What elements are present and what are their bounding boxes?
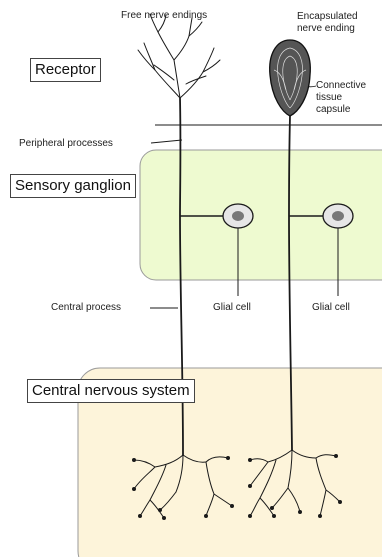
free-nerve-endings-label: Free nerve endings [121, 10, 207, 21]
encapsulated-label-line2: nerve ending [297, 23, 355, 34]
glial-cell-right-label: Glial cell [312, 302, 350, 313]
receptor-label: Receptor [30, 58, 101, 82]
encapsulated-label-line1: Encapsulated [297, 11, 358, 22]
sensory-ganglion-label: Sensory ganglion [10, 174, 136, 198]
connective-label-line3: capsule [316, 104, 350, 115]
glial-cell-left [223, 204, 253, 228]
connective-label-line1: Connective [316, 80, 366, 91]
central-process-label: Central process [51, 302, 121, 313]
glial-cell-right [323, 204, 353, 228]
glial-cell-left-label: Glial cell [213, 302, 251, 313]
connective-label-line2: tissue [316, 92, 342, 103]
peripheral-processes-label: Peripheral processes [19, 138, 113, 149]
central-nervous-system-label: Central nervous system [27, 379, 195, 403]
encapsulated-nerve-ending [270, 40, 311, 116]
free-nerve-endings [138, 14, 220, 98]
